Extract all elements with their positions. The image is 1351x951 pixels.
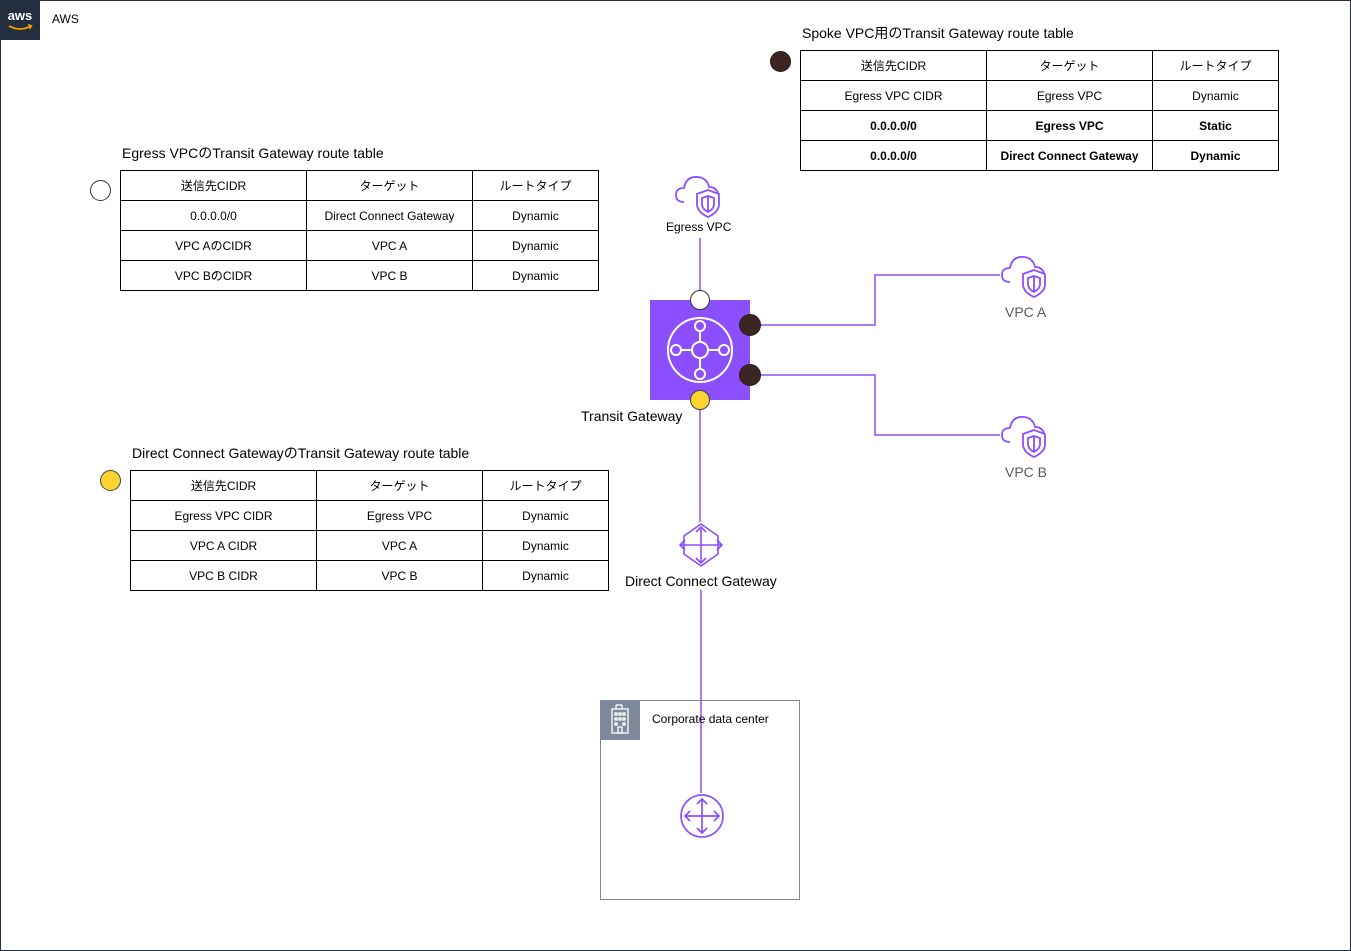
header-cell: ターゲット <box>316 470 483 501</box>
direct-connect-gateway-icon <box>678 523 724 567</box>
egress-vpc-label: Egress VPC <box>666 220 732 234</box>
table-cell: VPC B <box>306 260 473 291</box>
table-row: VPC A CIDR VPC A Dynamic <box>130 530 609 561</box>
table-cell: VPC A CIDR <box>130 530 317 561</box>
spoke-table-marker <box>770 51 791 72</box>
table-row: 0.0.0.0/0 Egress VPC Static <box>800 110 1279 141</box>
svg-text:aws: aws <box>8 8 33 23</box>
table-header-row: 送信先CIDR ターゲット ルートタイプ <box>800 50 1279 81</box>
header-cell: ルートタイプ <box>482 470 609 501</box>
header-cell: ルートタイプ <box>1152 50 1279 81</box>
table-cell: VPC AのCIDR <box>120 230 307 261</box>
aws-logo-icon: aws <box>0 0 40 40</box>
table-cell: Egress VPC <box>986 110 1153 141</box>
table-cell: Egress VPC <box>316 500 483 531</box>
egress-table-marker <box>90 180 111 201</box>
egress-route-table: 送信先CIDR ターゲット ルートタイプ 0.0.0.0/0 Direct Co… <box>120 170 599 291</box>
dxgw-table-title: Direct Connect GatewayのTransit Gateway r… <box>132 445 470 461</box>
direct-connect-gateway-label: Direct Connect Gateway <box>625 573 777 589</box>
table-header-row: 送信先CIDR ターゲット ルートタイプ <box>130 470 609 501</box>
table-cell: Dynamic <box>1152 80 1279 111</box>
transit-gateway-label: Transit Gateway <box>581 408 683 424</box>
table-cell: 0.0.0.0/0 <box>120 200 307 231</box>
table-cell: 0.0.0.0/0 <box>800 140 987 171</box>
table-row: VPC AのCIDR VPC A Dynamic <box>120 230 599 261</box>
table-cell: 0.0.0.0/0 <box>800 110 987 141</box>
vpc-b-label: VPC B <box>1005 464 1048 480</box>
corporate-data-center-group <box>600 700 800 900</box>
table-cell: Dynamic <box>482 530 609 561</box>
table-cell: VPC B <box>316 560 483 591</box>
table-cell: Dynamic <box>482 500 609 531</box>
table-cell: Dynamic <box>1152 140 1279 171</box>
dxgw-route-table: 送信先CIDR ターゲット ルートタイプ Egress VPC CIDR Egr… <box>130 470 609 591</box>
header-cell: ルートタイプ <box>472 170 599 201</box>
vpc-a-link <box>760 274 1000 326</box>
vpc-a-attachment-marker <box>739 314 761 336</box>
table-row: 0.0.0.0/0 Direct Connect Gateway Dynamic <box>120 200 599 231</box>
vpc-b-attachment-marker <box>739 364 761 386</box>
table-cell: Dynamic <box>472 230 599 261</box>
table-cell: VPC B CIDR <box>130 560 317 591</box>
aws-label: AWS <box>52 12 79 26</box>
table-cell: Egress VPC CIDR <box>800 80 987 111</box>
table-cell: Egress VPC CIDR <box>130 500 317 531</box>
table-cell: Dynamic <box>472 200 599 231</box>
egress-attachment-marker <box>690 290 710 310</box>
vpc-b-link <box>760 374 1000 436</box>
vpc-a-cloud-shield-icon <box>1001 256 1046 298</box>
spoke-route-table: 送信先CIDR ターゲット ルートタイプ Egress VPC CIDR Egr… <box>800 50 1279 171</box>
egress-vpc-cloud-shield-icon <box>675 176 720 218</box>
table-header-row: 送信先CIDR ターゲット ルートタイプ <box>120 170 599 201</box>
header-cell: 送信先CIDR <box>130 470 317 501</box>
vpc-a-label: VPC A <box>1005 304 1047 320</box>
table-row: 0.0.0.0/0 Direct Connect Gateway Dynamic <box>800 140 1279 171</box>
egress-table-title: Egress VPCのTransit Gateway route table <box>122 145 384 161</box>
header-cell: ターゲット <box>986 50 1153 81</box>
table-cell: Dynamic <box>482 560 609 591</box>
table-row: VPC B CIDR VPC B Dynamic <box>130 560 609 591</box>
corporate-data-center-label: Corporate data center <box>652 712 769 726</box>
header-cell: 送信先CIDR <box>800 50 987 81</box>
table-row: Egress VPC CIDR Egress VPC Dynamic <box>800 80 1279 111</box>
table-cell: Static <box>1152 110 1279 141</box>
table-row: Egress VPC CIDR Egress VPC Dynamic <box>130 500 609 531</box>
table-cell: Dynamic <box>472 260 599 291</box>
spoke-table-title: Spoke VPC用のTransit Gateway route table <box>802 25 1074 41</box>
vpc-b-cloud-shield-icon <box>1001 416 1046 458</box>
table-cell: Direct Connect Gateway <box>986 140 1153 171</box>
table-cell: VPC A <box>306 230 473 261</box>
table-cell: VPC BのCIDR <box>120 260 307 291</box>
dxgw-attachment-marker <box>690 390 710 410</box>
header-cell: ターゲット <box>306 170 473 201</box>
table-cell: VPC A <box>316 530 483 561</box>
header-cell: 送信先CIDR <box>120 170 307 201</box>
dxgw-table-marker <box>100 470 121 491</box>
transit-gateway-icon <box>650 300 750 400</box>
table-cell: Egress VPC <box>986 80 1153 111</box>
table-cell: Direct Connect Gateway <box>306 200 473 231</box>
building-icon <box>600 700 640 740</box>
table-row: VPC BのCIDR VPC B Dynamic <box>120 260 599 291</box>
router-icon <box>680 794 724 838</box>
